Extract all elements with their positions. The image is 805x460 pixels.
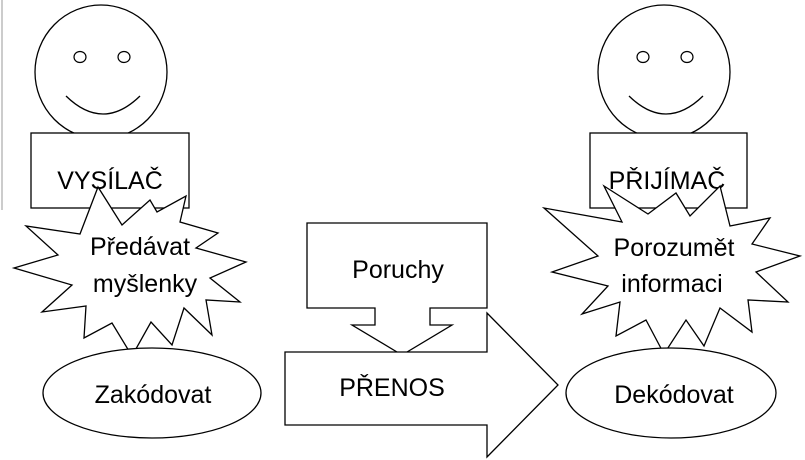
sender-right-eye [117,50,131,64]
receiver-smiley-icon [597,4,731,140]
receiver-group: PŘIJÍMAČ Porozumět informaci Dekódovat [541,4,803,439]
receiver-right-eye [680,50,694,64]
receiver-left-eye [636,50,650,64]
sender-burst [11,185,248,358]
sender-box [30,132,190,209]
receiver-smile [628,95,704,115]
transfer-arrow [284,311,559,459]
receiver-oval [565,347,777,439]
receiver-face [597,4,731,140]
sender-burst-line1: Předávat [90,233,190,261]
receiver-oval-label: Dekódovat [614,381,734,409]
sender-box-label: VYSÍLAČ [57,166,163,195]
sender-oval-label: Zakódovat [95,381,212,409]
receiver-burst [541,184,803,356]
receiver-burst-line1: Porozumět [614,234,735,262]
noise-callout [306,222,488,356]
sender-burst-line2: myšlenky [93,270,198,298]
sender-group: VYSÍLAČ Předávat myšlenky Zakódovat [11,4,262,439]
receiver-box-label: PŘIJÍMAČ [609,166,726,195]
sender-oval [42,347,262,439]
receiver-burst-line2: informaci [621,270,722,298]
sender-smiley-icon [34,4,168,140]
sender-left-eye [73,50,87,64]
transfer-label: PŘENOS [339,373,445,402]
noise-label: Poruchy [352,256,444,284]
sender-smile [65,95,141,115]
transfer-group: Poruchy PŘENOS [284,222,559,459]
sender-face [34,4,168,140]
